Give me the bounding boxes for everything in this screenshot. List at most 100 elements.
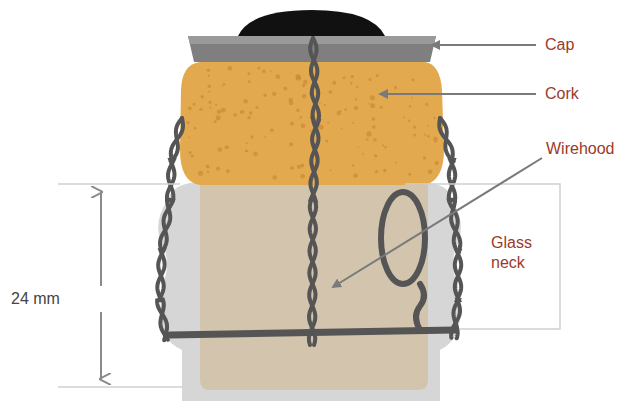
cork-dot [199, 108, 202, 111]
cork-dot [409, 105, 411, 107]
cork-dot [403, 116, 405, 118]
label-patch [9, 288, 62, 310]
cap-dome [238, 10, 385, 36]
cork-dot [263, 93, 266, 96]
cork-dot [275, 74, 280, 79]
cork-dot [413, 134, 416, 137]
cork-dot [208, 75, 210, 77]
cork-dot [194, 127, 197, 130]
cork-dot [225, 145, 229, 149]
cork-dot [246, 142, 248, 144]
cork-dot [373, 138, 377, 142]
cork-dot [296, 74, 301, 79]
cork-dot [342, 76, 345, 79]
cork-dot [328, 90, 332, 94]
cork-dot [215, 104, 217, 106]
cork-dot [207, 69, 211, 73]
cork-dot [355, 98, 357, 100]
cork-dot [337, 111, 341, 115]
cork-dot [270, 128, 274, 132]
twisted-wire [157, 118, 183, 340]
cork-dot [262, 69, 266, 73]
cork-dot [208, 91, 210, 93]
cork-dot [208, 85, 211, 88]
dimension-arrow [100, 192, 102, 286]
cork-dot [380, 106, 383, 109]
cork-dot [433, 117, 435, 119]
cork-dot [289, 101, 294, 106]
cork-dot [411, 97, 413, 99]
cork-dot [330, 169, 332, 171]
cork-dot [198, 171, 203, 176]
cork-dot [354, 106, 358, 110]
cork-dot [351, 75, 354, 78]
cork-dot [301, 123, 306, 128]
leader-line [380, 93, 536, 95]
cork-dot [310, 130, 312, 132]
part-label: Cap [545, 35, 574, 55]
cork-dot [408, 119, 410, 121]
cork-dot [368, 103, 370, 105]
cork-dot [383, 169, 387, 173]
cork-dot [435, 161, 439, 165]
cork-dot [226, 169, 230, 173]
part-label: Glass neck [491, 233, 557, 273]
cork-dot [249, 111, 252, 114]
cork-dot [216, 167, 220, 171]
cork-dot [394, 87, 397, 90]
twisted-wire [309, 38, 319, 345]
cork-dot [283, 87, 287, 91]
cork-dot [217, 109, 222, 114]
wire-ring-twist [416, 284, 424, 330]
cork-dot [384, 146, 387, 149]
cork-dot [193, 103, 196, 106]
cork-dot [395, 161, 397, 163]
cork-dot [200, 95, 203, 98]
cork-dot [372, 117, 376, 121]
leader-line [432, 44, 536, 46]
cork-dot [208, 101, 211, 104]
cork-dot [366, 131, 371, 136]
cork-dot [299, 116, 302, 119]
cork-dot [191, 154, 194, 157]
cork-dot [300, 174, 305, 179]
cork-dot [272, 92, 276, 96]
cork-dot [206, 165, 210, 169]
dimension-line [58, 183, 180, 185]
wire-twists [157, 38, 461, 345]
cork-dot [186, 121, 189, 124]
cork-dot [368, 78, 371, 81]
bracket [405, 184, 560, 329]
cork-dot [319, 125, 324, 130]
cork-dot [424, 134, 426, 136]
cork-dot [382, 144, 384, 146]
cork-dot [247, 72, 250, 75]
cork-dot [374, 154, 377, 157]
cork-dot [327, 121, 329, 123]
cork-dot [344, 108, 347, 111]
cork-dot [290, 122, 294, 126]
cork-dot [243, 111, 245, 113]
cork-dot [350, 82, 352, 84]
cork-dot [362, 153, 364, 155]
cork-dot [372, 125, 375, 128]
cork-dot [435, 141, 437, 143]
cork-dot [325, 140, 328, 143]
cork-dot [223, 83, 226, 86]
cork-dot [376, 74, 379, 77]
twisted-wire [157, 118, 182, 340]
cork-dot [256, 106, 259, 109]
dimension-line [58, 386, 182, 388]
cork-dot [370, 95, 375, 100]
cork-dot [358, 146, 360, 148]
cork-dot [270, 70, 272, 72]
cork-dot [297, 165, 301, 169]
cork-dot [302, 164, 304, 166]
dimension-arrow [100, 312, 102, 379]
cork-dot [352, 122, 354, 124]
cork-dot [243, 99, 247, 103]
cork-dot [188, 106, 192, 110]
cork-dot [248, 80, 251, 83]
twisted-wire [440, 118, 461, 338]
